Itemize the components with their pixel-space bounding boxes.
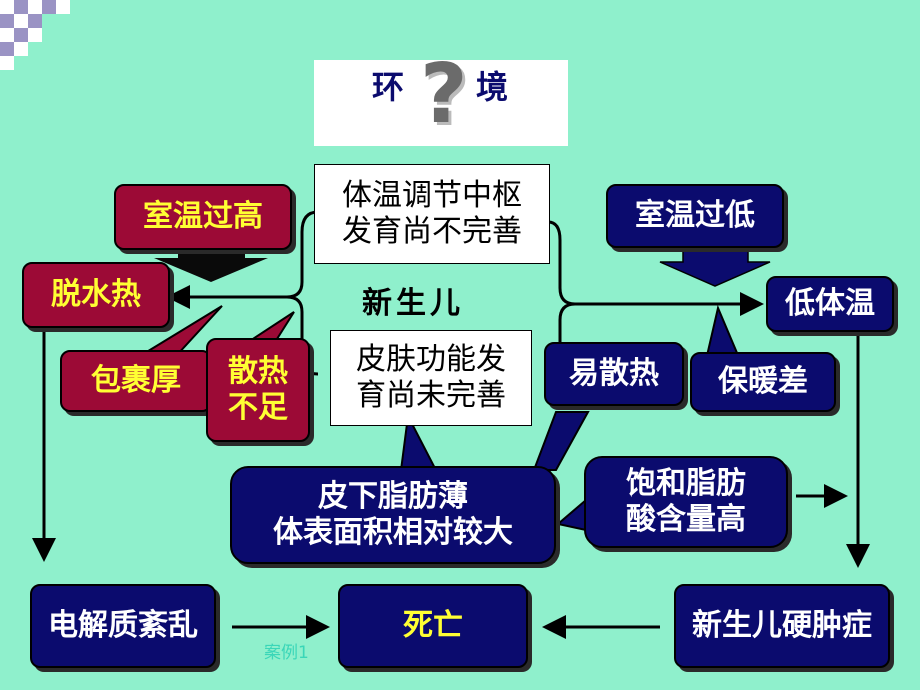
death-box: 死亡: [338, 584, 528, 668]
heat-loss-insufficient-box: 散热 不足: [206, 338, 310, 442]
hypothermia-box: 低体温: [766, 276, 894, 332]
poor-warmth-box: 保暖差: [690, 352, 836, 412]
subcutaneous-fat-line1: 皮下脂肪薄: [318, 479, 468, 514]
wrapped-thick-box: 包裹厚: [60, 350, 212, 412]
sclerema-box: 新生儿硬肿症: [674, 584, 890, 668]
right-brace: [547, 220, 576, 364]
saturated-fat-line1: 饱和脂肪: [626, 466, 746, 501]
title-left: 环: [372, 68, 405, 106]
question-mark-icon: ?: [420, 47, 468, 142]
case-label: 案例1: [264, 643, 309, 663]
easy-heat-loss-box: 易散热: [544, 342, 684, 406]
title-box: [314, 60, 568, 146]
thermoregulation-box: 体温调节中枢 发育尚不完善: [314, 164, 550, 264]
dehydration-fever-box: 脱水热: [22, 262, 170, 328]
electrolyte-disorder-box: 电解质紊乱: [30, 584, 216, 668]
thermoregulation-line1: 体温调节中枢: [342, 178, 522, 213]
saturated-fat-line2: 酸含量高: [626, 502, 746, 537]
thermoregulation-line2: 发育尚不完善: [342, 214, 522, 249]
title-right: 境: [476, 68, 509, 106]
skin-function-line1: 皮肤功能发: [356, 342, 506, 377]
subcutaneous-fat-box: 皮下脂肪薄 体表面积相对较大: [230, 466, 556, 564]
callout-tail-easy-heat-loss: [532, 411, 590, 471]
subcutaneous-fat-line2: 体表面积相对较大: [273, 515, 513, 550]
skin-function-line2: 育尚未完善: [356, 378, 506, 413]
block-arrow-room-cold: [659, 247, 771, 287]
heat-loss-line2: 不足: [228, 390, 288, 425]
heat-loss-line1: 散热: [228, 354, 288, 389]
block-arrow-room-hot: [154, 248, 268, 282]
room-temp-high-box: 室温过高: [114, 184, 292, 250]
callout-tail-saturated: [555, 497, 587, 532]
saturated-fat-box: 饱和脂肪 酸含量高: [584, 456, 788, 548]
room-temp-low-box: 室温过低: [606, 184, 784, 248]
newborn-label: 新生儿: [362, 286, 464, 321]
skin-function-box: 皮肤功能发 育尚未完善: [330, 330, 532, 426]
